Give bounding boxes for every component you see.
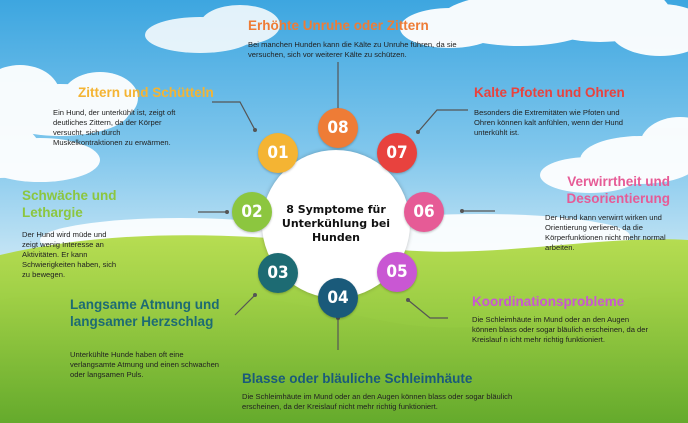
badge-07: 07 [377, 133, 417, 173]
badge-01: 01 [258, 133, 298, 173]
symptom-01-description: Ein Hund, der unterkühlt ist, zeigt oft … [53, 108, 176, 147]
badge-03: 03 [258, 253, 298, 293]
symptom-06-title: Verwirrtheit und Desorientierung [566, 174, 670, 206]
symptom-08-description: Bei manchen Hunden kann die Kälte zu Unr… [248, 40, 457, 59]
badge-02: 02 [232, 192, 272, 232]
cloud-top-left [145, 5, 280, 53]
symptom-08-title: Erhöhte Unruhe oder Zittern [248, 18, 429, 33]
cloud-top-right [400, 0, 688, 56]
cloud-left [0, 65, 138, 182]
center-title: 8 Symptome für Unterkühlung bei Hunden [281, 203, 391, 244]
badge-06: 06 [404, 192, 444, 232]
symptom-01-title: Zittern und Schütteln [78, 85, 214, 100]
symptom-05-title: Koordinationsprobleme [472, 294, 625, 309]
symptom-07-description: Besonders die Extremitäten wie Pfoten un… [474, 108, 624, 137]
badge-08: 08 [318, 108, 358, 148]
badge-04: 04 [318, 278, 358, 318]
symptom-06-description: Der Hund kann verwirrt wirken und Orient… [545, 213, 666, 252]
front-hill [0, 287, 688, 423]
symptom-07-title: Kalte Pfoten und Ohren [474, 85, 625, 100]
cloud-right [540, 117, 688, 193]
badge-05: 05 [377, 252, 417, 292]
symptom-02-title: Schwäche und Lethargie [22, 188, 117, 220]
symptom-04-description: Die Schleimhäute im Mund oder an den Aug… [242, 392, 513, 411]
symptom-03-description: Unterkühlte Hunde haben oft eine verlang… [70, 350, 220, 379]
symptom-04-title: Blasse oder bläuliche Schleimhäute [242, 371, 473, 386]
symptom-02-description: Der Hund wird müde und zeigt wenig Inter… [22, 230, 117, 279]
symptom-05-description: Die Schleimhäute im Mund oder an den Aug… [472, 315, 649, 344]
symptom-03-title: Langsame Atmung und langsamer Herzschlag [70, 297, 220, 329]
